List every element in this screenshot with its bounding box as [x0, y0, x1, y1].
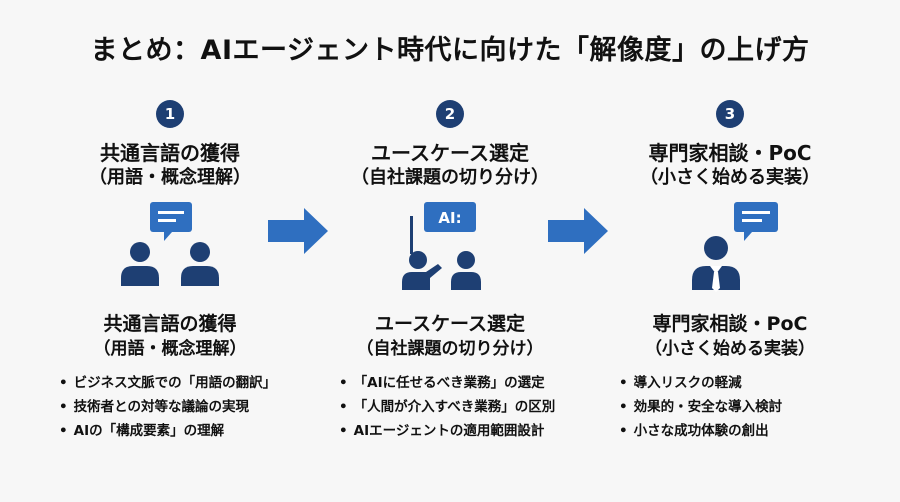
- ai-label: AI:: [438, 209, 461, 227]
- bullet-item: AIの「構成要素」の理解: [59, 419, 295, 443]
- presenter-ai-icon: AI:: [325, 200, 575, 302]
- step-label-sub: （用語・概念理解）: [93, 339, 247, 359]
- step-label: 共通言語の獲得: [103, 313, 237, 335]
- step-heading: 専門家相談・PoC: [648, 141, 812, 165]
- bullet-item: 小さな成功体験の創出: [619, 419, 855, 443]
- step-label: ユースケース選定: [374, 313, 526, 335]
- bullet-item: 「AIに任せるべき業務」の選定: [339, 371, 575, 395]
- bullet-item: AIエージェントの適用範囲設計: [339, 419, 575, 443]
- two-people-chat-icon: [45, 200, 295, 302]
- page-title: まとめ：AIエージェント時代に向けた「解像度」の上げ方: [90, 35, 810, 66]
- step-number-badge: 3: [716, 100, 744, 128]
- bullet-item: 技術者との対等な議論の実現: [59, 395, 295, 419]
- step-number-badge: 2: [436, 100, 464, 128]
- step-3: 3 専門家相談・PoC （小さく始める実装） 専門家相談・PoC （小さく始める…: [605, 100, 855, 443]
- step-label: 専門家相談・PoC: [652, 313, 808, 335]
- step-2: 2 ユースケース選定 （自社課題の切り分け） AI: ユースケース選定 （自社課…: [325, 100, 575, 443]
- step-heading: ユースケース選定: [371, 141, 529, 165]
- right-arrow-icon: [268, 208, 328, 254]
- right-arrow-icon: [548, 208, 608, 254]
- bullet-item: ビジネス文脈での「用語の翻訳」: [59, 371, 295, 395]
- bullet-item: 効果的・安全な導入検討: [619, 395, 855, 419]
- bullet-item: 導入リスクの軽減: [619, 371, 855, 395]
- bullet-item: 「人間が介入すべき業務」の区別: [339, 395, 575, 419]
- step-heading-sub: （自社課題の切り分け）: [351, 167, 549, 188]
- step-number-badge: 1: [156, 100, 184, 128]
- step-label-sub: （自社課題の切り分け）: [356, 339, 544, 359]
- step-bullets: ビジネス文脈での「用語の翻訳」 技術者との対等な議論の実現 AIの「構成要素」の…: [59, 371, 295, 443]
- step-bullets: 導入リスクの軽減 効果的・安全な導入検討 小さな成功体験の創出: [619, 371, 855, 443]
- step-heading: 共通言語の獲得: [100, 141, 240, 165]
- step-1: 1 共通言語の獲得 （用語・概念理解） 共通言語の獲得 （用語・概念理解） ビジ…: [45, 100, 295, 443]
- step-label-sub: （小さく始める実装）: [645, 339, 815, 359]
- step-heading-sub: （用語・概念理解）: [89, 167, 251, 188]
- step-heading-sub: （小さく始める実装）: [640, 167, 820, 188]
- step-bullets: 「AIに任せるべき業務」の選定 「人間が介入すべき業務」の区別 AIエージェント…: [339, 371, 575, 443]
- expert-consult-icon: [605, 200, 855, 302]
